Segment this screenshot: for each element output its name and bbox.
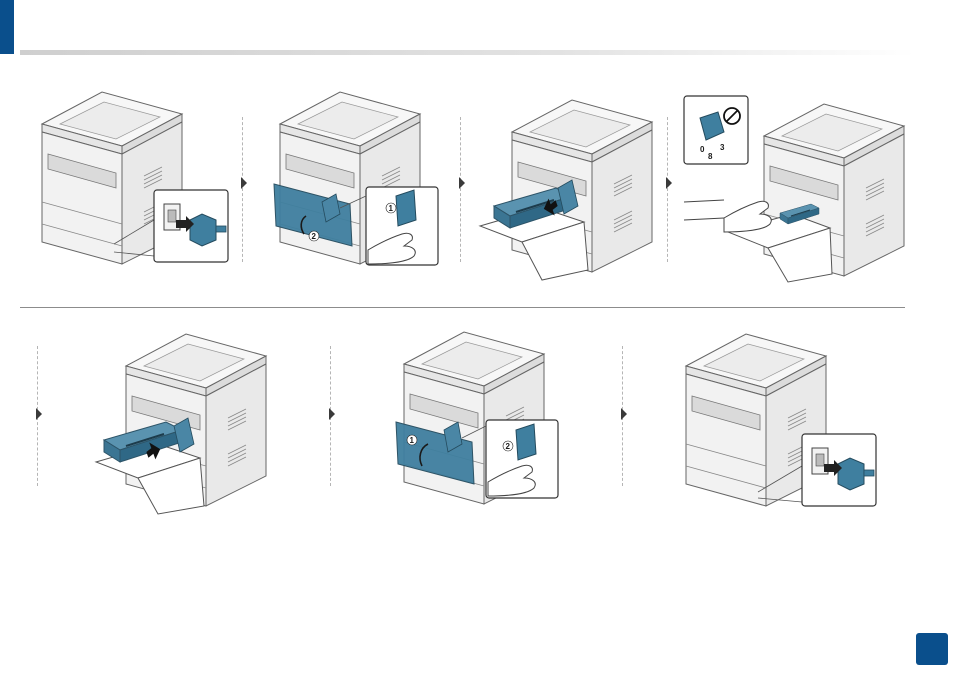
step-separator xyxy=(667,117,668,262)
callout-2: 2 xyxy=(506,442,511,451)
callout-1: 1 xyxy=(389,204,394,213)
arrow-right-icon xyxy=(621,408,627,420)
inset-label: 8 xyxy=(708,152,713,161)
step-separator xyxy=(242,117,243,262)
arrow-right-icon xyxy=(241,177,247,189)
header-rule xyxy=(20,50,915,55)
header-accent-bar xyxy=(0,0,14,54)
arrow-right-icon xyxy=(36,408,42,420)
inset-label: 0 xyxy=(700,145,705,154)
page-number-badge xyxy=(916,633,948,665)
step-separator xyxy=(460,117,461,262)
arrow-right-icon xyxy=(329,408,335,420)
step-4-illustration: 0 3 8 xyxy=(684,96,904,286)
step-2-illustration: 2 1 xyxy=(270,84,450,284)
step-6-illustration: 1 2 xyxy=(392,322,572,522)
row-divider xyxy=(20,307,905,308)
power-plug-icon xyxy=(802,434,876,506)
inset-label: 3 xyxy=(720,143,725,152)
arrow-right-icon xyxy=(459,177,465,189)
step-5-illustration xyxy=(96,322,266,522)
callout-2: 2 xyxy=(312,232,317,241)
step-3-illustration xyxy=(480,84,630,284)
arrow-right-icon xyxy=(666,177,672,189)
hand-icon xyxy=(724,201,771,232)
power-plug-icon xyxy=(154,190,228,262)
callout-1: 1 xyxy=(410,436,415,445)
step-7-illustration xyxy=(676,326,886,516)
step-1-illustration xyxy=(32,84,232,269)
